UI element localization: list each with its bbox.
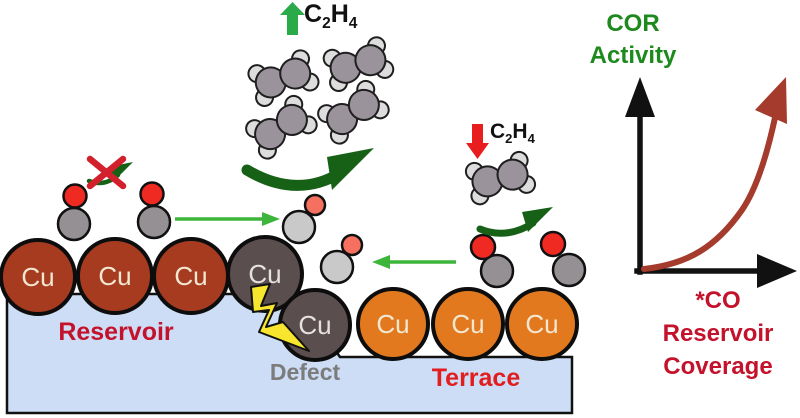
activity-trend-curve (641, 105, 780, 272)
co-carbon-atom (479, 253, 515, 289)
carbon-atom (354, 44, 387, 77)
c2h4-sub2: 2 (322, 15, 331, 32)
back-arrow-layer (175, 212, 456, 269)
co-oxygen-atom (139, 181, 165, 207)
c2h4-h: H (330, 0, 349, 28)
cu-atom-label: Cu (298, 310, 331, 340)
co-carbon-atom (281, 209, 317, 245)
carbon-atom (279, 57, 312, 90)
c2h4-suppressed-label: C2H4 (490, 120, 535, 146)
blocked-x-icon (86, 155, 127, 190)
cu-atom-label: Cu (525, 309, 558, 339)
co-carbon-atom (319, 249, 355, 285)
cu-atom-label: Cu (376, 309, 409, 339)
c2h4-up-arrow (280, 2, 305, 35)
small-ethylene-arrow (476, 219, 537, 237)
carbon-atom (275, 103, 308, 136)
c2h4-h: H (512, 120, 528, 143)
front-arrow-layer (86, 2, 553, 237)
activity-trend-curve-head (755, 77, 787, 124)
cu-atom-label: Cu (451, 309, 484, 339)
ethylene-molecule (247, 49, 320, 107)
ethylene-molecule (317, 79, 390, 145)
c2h4-sub2: 2 (505, 131, 513, 147)
cu-atom-reservoir (0, 238, 77, 316)
small-ethylene-arrow-head (522, 207, 553, 232)
co-molecule-layer (56, 181, 587, 289)
big-ethylene-arrow (241, 164, 346, 191)
terrace-region-label: Terrace (431, 364, 521, 392)
co-oxygen-atom (340, 233, 364, 257)
chart-y-axis-label-line2: Activity (589, 42, 677, 69)
reservoir-region-label: Reservoir (58, 318, 174, 346)
ethylene-molecule (245, 94, 318, 160)
chart-x-axis-label: *CO Reservoir Coverage (640, 284, 796, 383)
carbon-atom (496, 158, 529, 191)
co-carbon-atom (551, 252, 587, 288)
co-oxygen-atom (303, 193, 327, 217)
chart-layer (625, 77, 797, 288)
ethylene-molecule (464, 150, 537, 206)
cu-atom-label: Cu (174, 261, 207, 291)
co-carbon-atom (136, 204, 172, 240)
chart-x-axis-head (757, 254, 797, 288)
defect-region-label: Defect (269, 359, 341, 385)
cu-atom-terrace (505, 287, 579, 361)
c2h4-sub4: 4 (527, 131, 535, 147)
co-oxygen-atom (62, 183, 88, 209)
chart-y-axis-head (625, 77, 655, 117)
cu-atom-label: Cu (21, 262, 54, 292)
chart-x-axis-label-line1: *CO (695, 287, 741, 314)
c2h4-c: C (304, 0, 323, 28)
lightning-bolt-icon (250, 283, 310, 352)
ethylene-molecule (322, 36, 395, 92)
c2h4-c: C (490, 120, 506, 143)
ethylene-layer (245, 36, 537, 206)
c2h4-sub4: 4 (348, 15, 358, 32)
co-carbon-atom (56, 206, 92, 242)
co-diffusion-arrow-right-head (262, 212, 280, 226)
cu-atom-terrace (356, 287, 430, 361)
chart-y-axis-label: COR Activity (572, 8, 694, 72)
chart-x-axis-label-line2: Reservoir (662, 320, 774, 347)
cu-atom-label: Cu (98, 261, 131, 291)
c2h4-production-label: C2H4 (304, 0, 357, 33)
cu-atom-terrace (431, 287, 505, 361)
carbon-atom (347, 88, 380, 121)
chart-y-axis-label-line1: COR (606, 10, 660, 37)
lightning-layer (250, 283, 310, 352)
big-ethylene-arrow-head (327, 148, 374, 190)
chart-x-axis-label-line3: Coverage (663, 353, 773, 380)
co-oxygen-atom (539, 230, 567, 258)
co-diffusion-arrow-left-head (372, 255, 390, 269)
c2h4-down-arrow (466, 124, 489, 159)
co-oxygen-atom (469, 233, 497, 261)
